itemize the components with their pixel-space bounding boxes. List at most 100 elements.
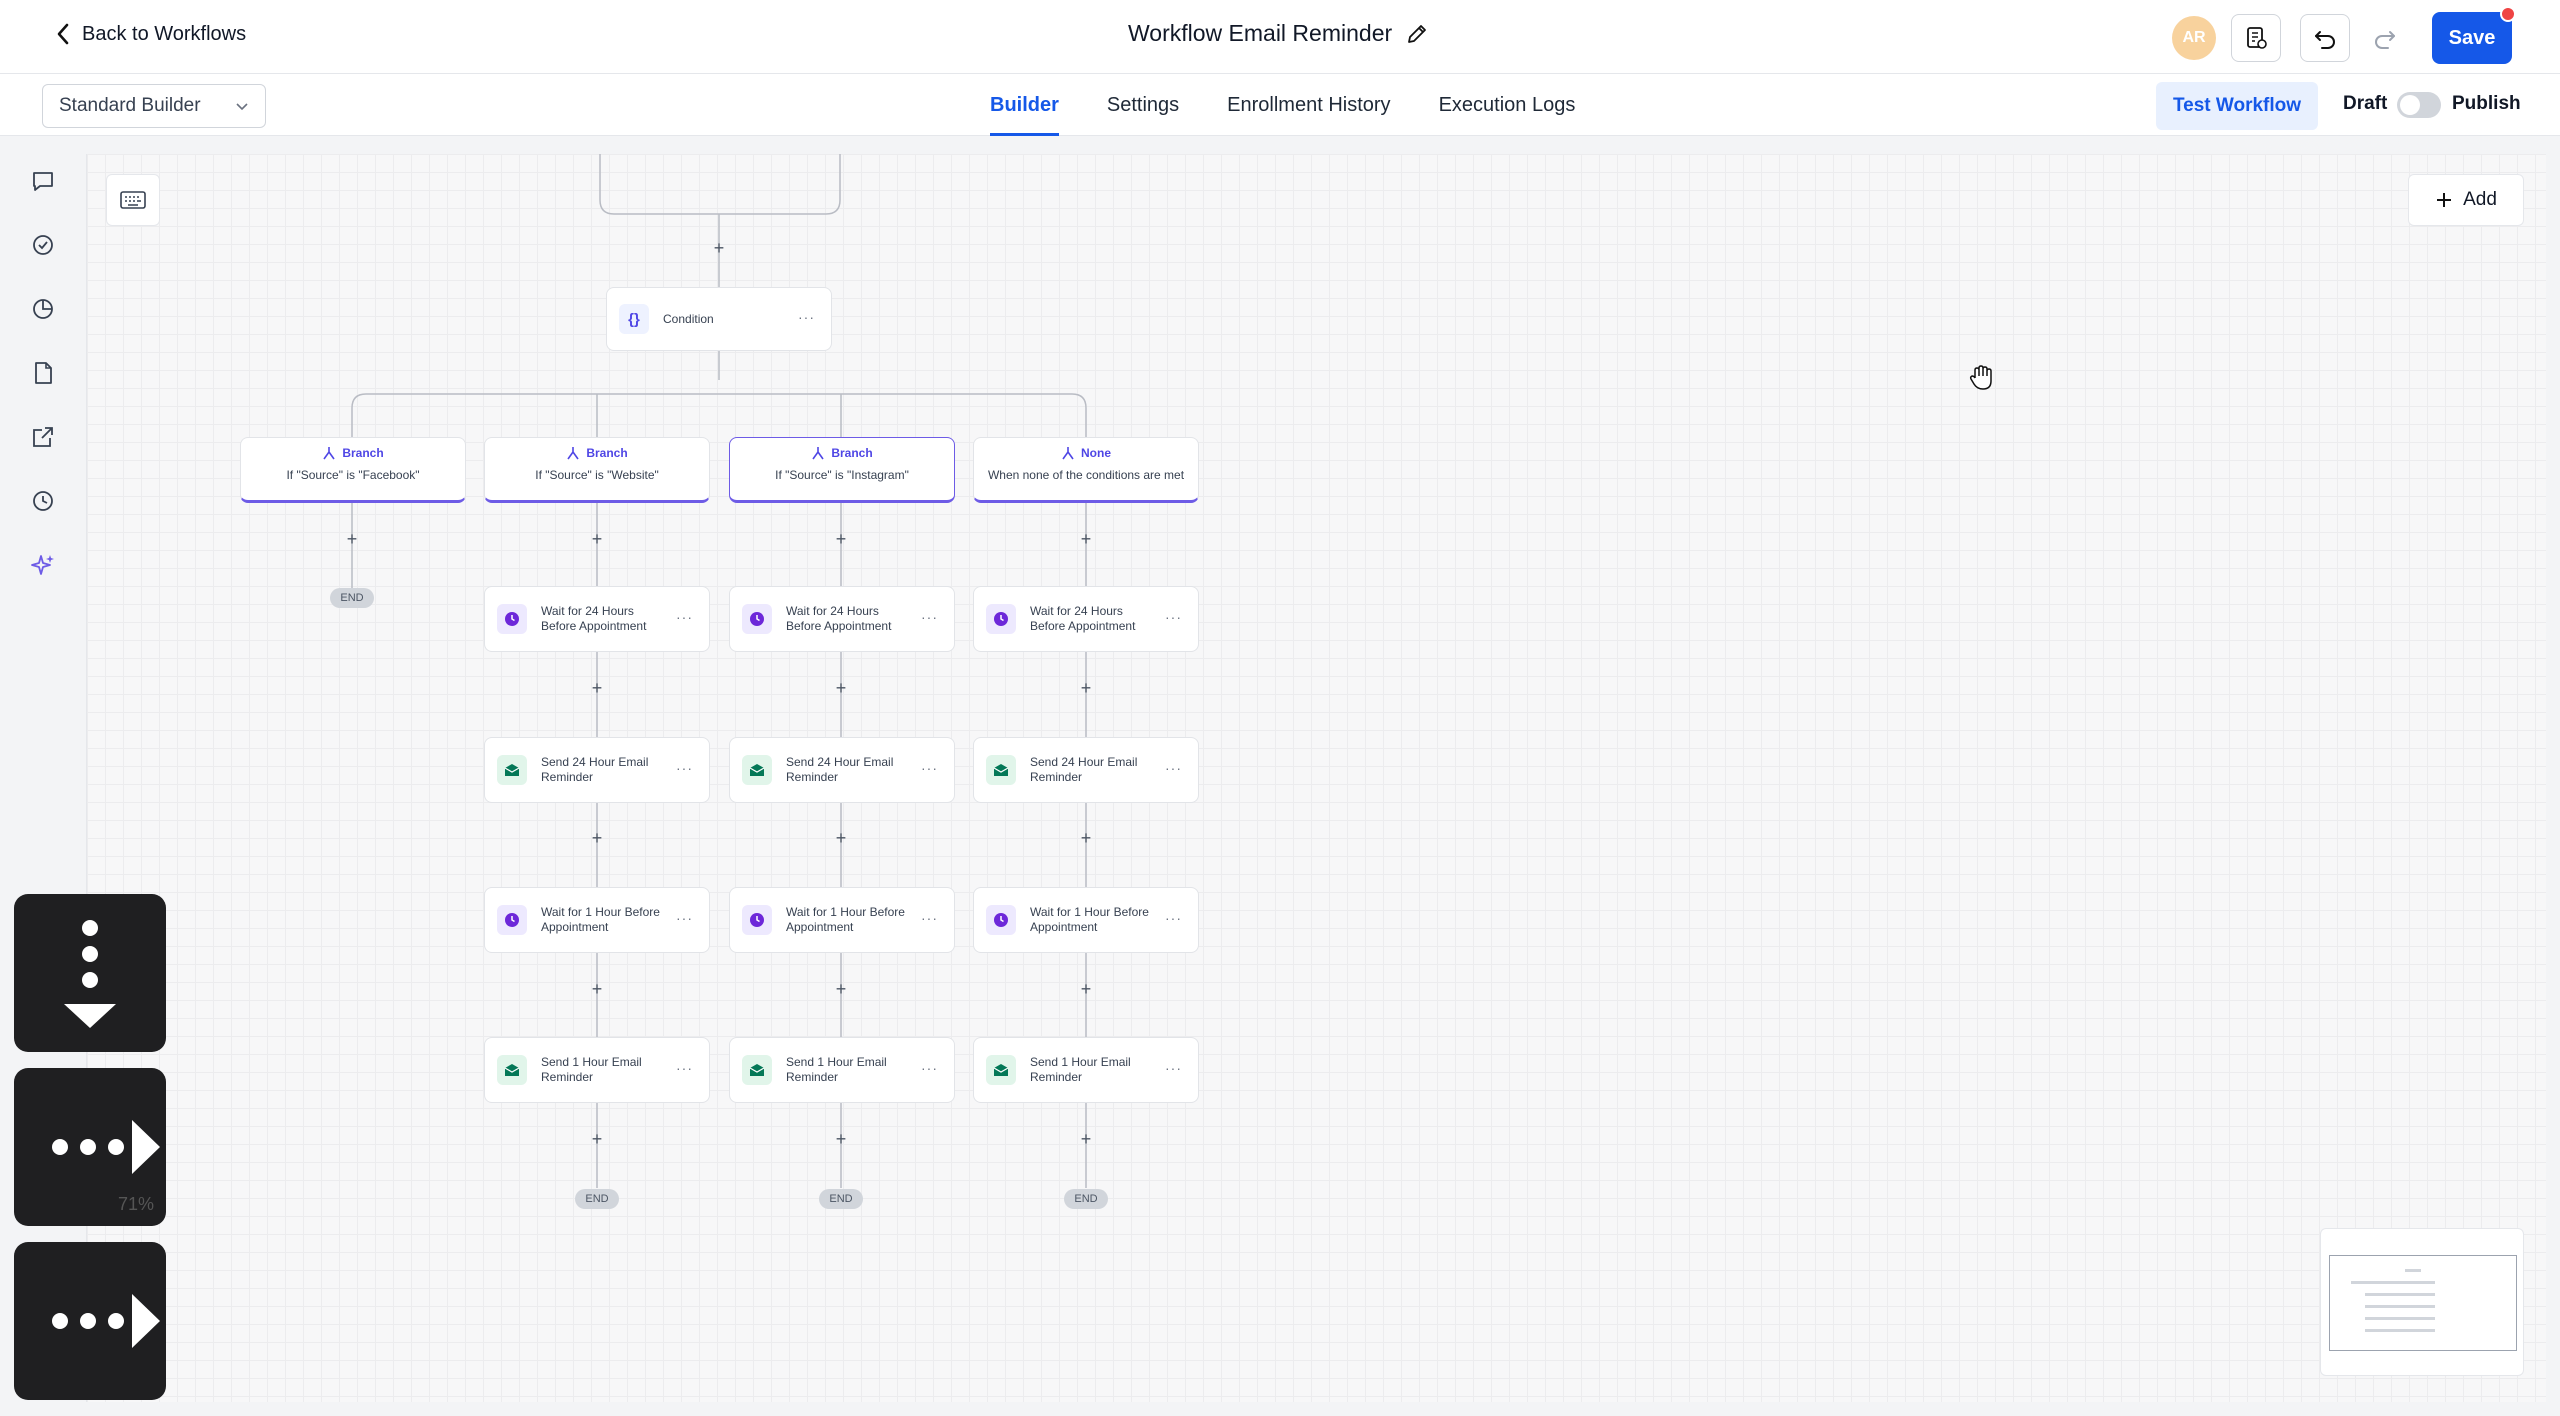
- email-24h-node[interactable]: Send 24 Hour Email Reminder ···: [484, 737, 710, 803]
- more-options-icon[interactable]: ···: [921, 910, 938, 926]
- add-step-plus[interactable]: +: [591, 978, 603, 999]
- condition-node[interactable]: {} Condition ···: [606, 287, 832, 351]
- tab-enrollment-history[interactable]: Enrollment History: [1227, 93, 1391, 116]
- plus-icon: [2437, 193, 2452, 207]
- file-icon[interactable]: [28, 358, 58, 388]
- add-step-plus[interactable]: +: [835, 978, 847, 999]
- minimap-viewport[interactable]: [2329, 1255, 2517, 1351]
- wait-24h-node[interactable]: Wait for 24 Hours Before Appointment ···: [973, 586, 1199, 652]
- keyboard-shortcuts-button[interactable]: [106, 174, 160, 226]
- wait-24h-node[interactable]: Wait for 24 Hours Before Appointment ···: [729, 586, 955, 652]
- more-options-icon[interactable]: ···: [1165, 760, 1182, 776]
- add-step-plus[interactable]: +: [835, 677, 847, 698]
- email-1h-node[interactable]: Send 1 Hour Email Reminder ···: [484, 1037, 710, 1103]
- branch-header: Branch: [241, 446, 465, 460]
- more-options-icon[interactable]: ···: [921, 1060, 938, 1076]
- test-workflow-button[interactable]: Test Workflow: [2156, 82, 2318, 130]
- branch-node-none[interactable]: None When none of the conditions are met: [973, 437, 1199, 503]
- redo-button[interactable]: [2360, 14, 2410, 62]
- step-label: Send 1 Hour Email Reminder: [786, 1055, 887, 1084]
- add-step-plus[interactable]: +: [713, 237, 725, 258]
- add-step-plus[interactable]: +: [1080, 1128, 1092, 1149]
- step-label: Send 1 Hour Email Reminder: [1030, 1055, 1131, 1084]
- external-link-icon[interactable]: [28, 422, 58, 452]
- add-step-plus[interactable]: +: [1080, 827, 1092, 848]
- step-forward-control[interactable]: [14, 1242, 166, 1400]
- add-step-plus[interactable]: +: [1080, 528, 1092, 549]
- email-icon: [986, 755, 1016, 785]
- more-options-icon[interactable]: ···: [921, 609, 938, 625]
- add-step-plus[interactable]: +: [591, 677, 603, 698]
- email-24h-node[interactable]: Send 24 Hour Email Reminder ···: [729, 737, 955, 803]
- add-step-plus[interactable]: +: [1080, 677, 1092, 698]
- add-step-plus[interactable]: +: [835, 1128, 847, 1149]
- save-button[interactable]: Save: [2432, 12, 2512, 64]
- notes-button[interactable]: [2231, 14, 2281, 62]
- back-to-workflows-link[interactable]: Back to Workflows: [54, 22, 246, 46]
- ai-sparkle-icon[interactable]: [28, 550, 58, 580]
- check-circle-icon[interactable]: [28, 230, 58, 260]
- tab-builder[interactable]: Builder: [990, 74, 1059, 136]
- wait-1h-node[interactable]: Wait for 1 Hour Before Appointment ···: [729, 887, 955, 953]
- dots-right-arrow-icon: [52, 1120, 160, 1174]
- branch-node-website[interactable]: Branch If "Source" is "Website": [484, 437, 710, 503]
- play-forward-control[interactable]: [14, 1068, 166, 1226]
- branch-header: None: [974, 446, 1198, 460]
- history-icon[interactable]: [28, 486, 58, 516]
- email-1h-node[interactable]: Send 1 Hour Email Reminder ···: [729, 1037, 955, 1103]
- minimap[interactable]: [2320, 1228, 2524, 1376]
- add-step-plus[interactable]: +: [835, 528, 847, 549]
- more-options-icon[interactable]: ···: [921, 760, 938, 776]
- branch-header: Branch: [485, 446, 709, 460]
- undo-icon: [2315, 31, 2335, 49]
- branch-description: If "Source" is "Facebook": [286, 468, 420, 482]
- branch-type: Branch: [342, 446, 384, 460]
- more-options-icon[interactable]: ···: [798, 309, 815, 325]
- more-options-icon[interactable]: ···: [1165, 1060, 1182, 1076]
- email-1h-node[interactable]: Send 1 Hour Email Reminder ···: [973, 1037, 1199, 1103]
- wait-24h-node[interactable]: Wait for 24 Hours Before Appointment ···: [484, 586, 710, 652]
- keyboard-icon: [120, 191, 146, 209]
- draft-label: Draft: [2343, 93, 2388, 114]
- step-label: Wait for 1 Hour Before Appointment: [541, 905, 660, 934]
- end-tag: END: [1064, 1189, 1108, 1209]
- workflow-canvas[interactable]: [86, 154, 2546, 1402]
- email-icon: [742, 1055, 772, 1085]
- builder-select-value: Standard Builder: [59, 95, 201, 116]
- scroll-down-control[interactable]: [14, 894, 166, 1052]
- add-step-plus[interactable]: +: [346, 528, 358, 549]
- more-options-icon[interactable]: ···: [1165, 910, 1182, 926]
- publish-toggle[interactable]: [2397, 92, 2441, 118]
- wait-1h-node[interactable]: Wait for 1 Hour Before Appointment ···: [973, 887, 1199, 953]
- avatar[interactable]: AR: [2172, 16, 2216, 60]
- tab-settings[interactable]: Settings: [1106, 93, 1180, 116]
- wait-1h-node[interactable]: Wait for 1 Hour Before Appointment ···: [484, 887, 710, 953]
- more-options-icon[interactable]: ···: [676, 609, 693, 625]
- builder-type-select[interactable]: Standard Builder: [42, 84, 266, 128]
- more-options-icon[interactable]: ···: [676, 1060, 693, 1076]
- sub-toolbar: Standard Builder Builder Settings Enroll…: [0, 74, 2560, 136]
- tab-execution-logs[interactable]: Execution Logs: [1438, 93, 1576, 116]
- add-button[interactable]: Add: [2408, 174, 2524, 226]
- clock-icon: [986, 905, 1016, 935]
- pie-chart-icon[interactable]: [28, 294, 58, 324]
- step-label: Wait for 1 Hour Before Appointment: [786, 905, 905, 934]
- more-options-icon[interactable]: ···: [676, 760, 693, 776]
- more-options-icon[interactable]: ···: [1165, 609, 1182, 625]
- clock-icon: [497, 905, 527, 935]
- edit-pencil-icon[interactable]: [1406, 23, 1428, 45]
- branch-description: If "Source" is "Website": [535, 468, 659, 482]
- add-step-plus[interactable]: +: [591, 1128, 603, 1149]
- branch-node-instagram[interactable]: Branch If "Source" is "Instagram": [729, 437, 955, 503]
- comments-icon[interactable]: [28, 166, 58, 196]
- add-step-plus[interactable]: +: [591, 528, 603, 549]
- clock-icon: [742, 905, 772, 935]
- undo-button[interactable]: [2300, 14, 2350, 62]
- email-24h-node[interactable]: Send 24 Hour Email Reminder ···: [973, 737, 1199, 803]
- add-step-plus[interactable]: +: [591, 827, 603, 848]
- branch-node-facebook[interactable]: Branch If "Source" is "Facebook": [240, 437, 466, 503]
- add-step-plus[interactable]: +: [1080, 978, 1092, 999]
- add-step-plus[interactable]: +: [835, 827, 847, 848]
- more-options-icon[interactable]: ···: [676, 910, 693, 926]
- branch-type: None: [1081, 446, 1111, 460]
